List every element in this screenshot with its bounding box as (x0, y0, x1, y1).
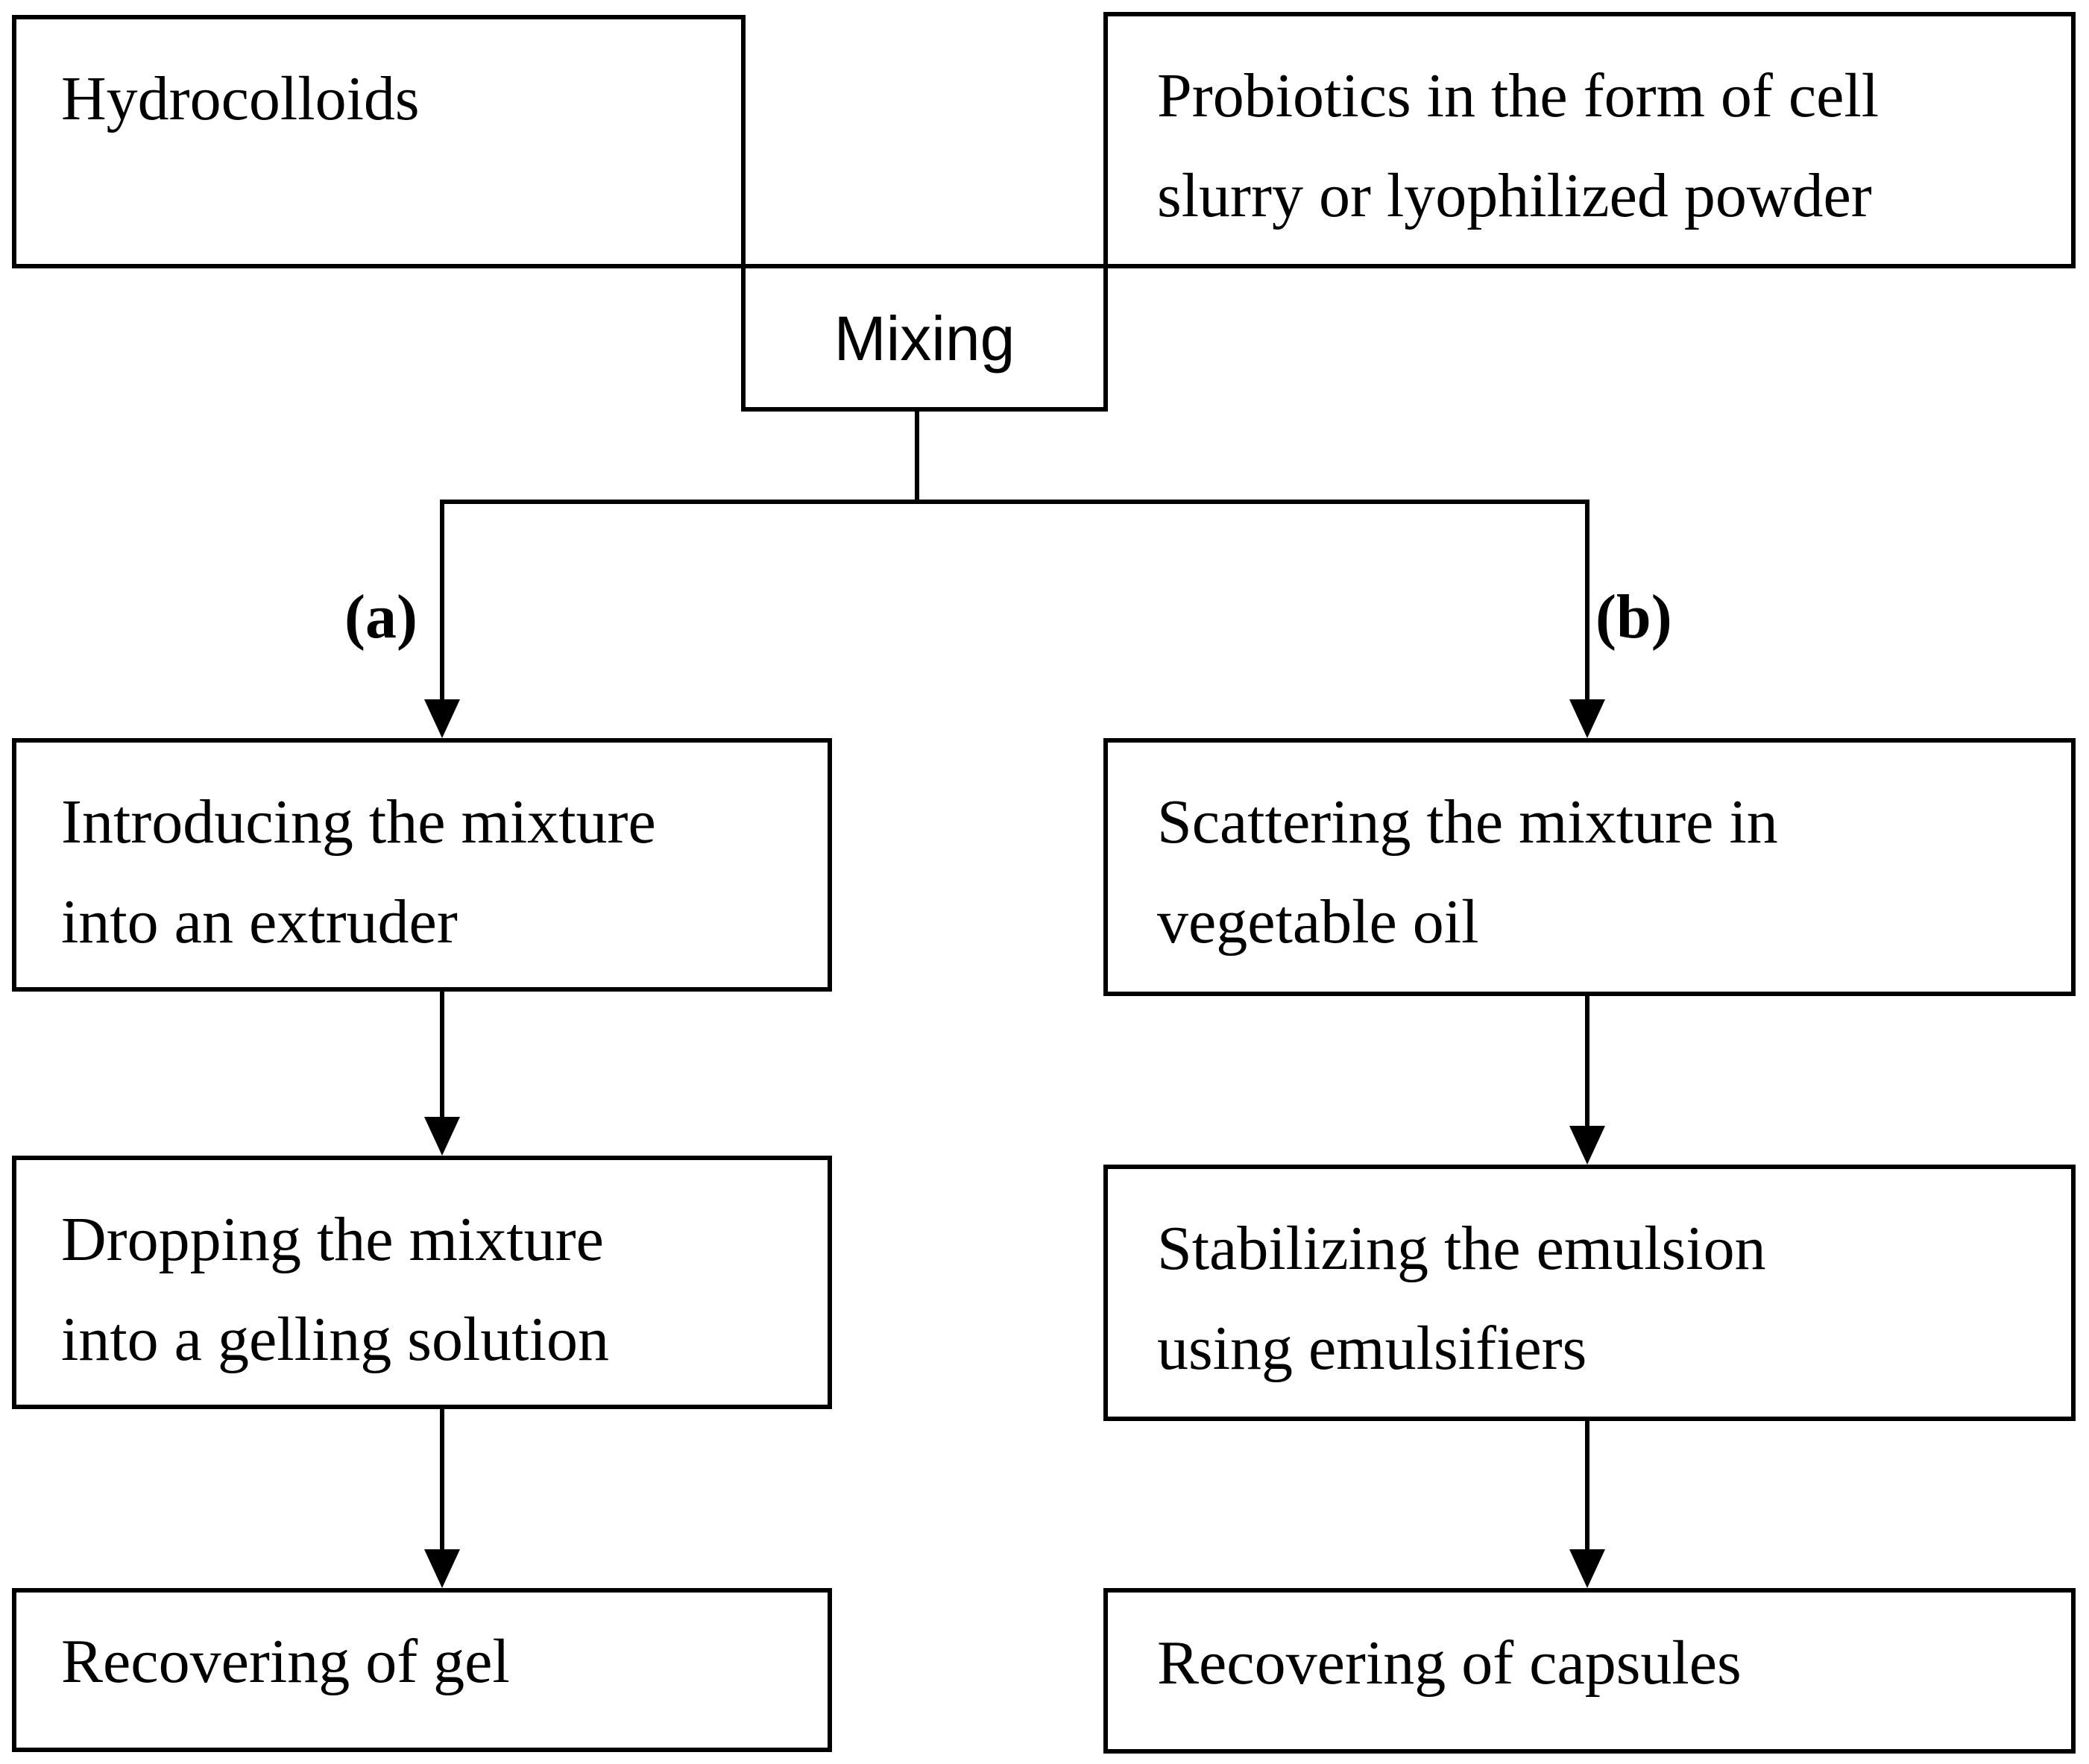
arrow-to-gel (424, 1549, 460, 1588)
gelling-step-box: Dropping the mixture into a gelling solu… (12, 1156, 832, 1409)
arrow-to-gelling (424, 1117, 460, 1156)
arrow-to-extruder (424, 699, 460, 738)
emulsion-step-label: Stabilizing the emulsion using emulsifie… (1157, 1214, 1766, 1383)
extruder-step-label: Introducing the mixture into an extruder (61, 787, 656, 957)
branch-b-label: (b) (1595, 582, 1672, 652)
probiotics-label: Probiotics in the form of cell slurry or… (1157, 61, 1880, 230)
arrow-to-emulsion (1569, 1126, 1605, 1165)
mixing-label: Mixing (834, 303, 1015, 374)
arrow-to-capsules (1569, 1549, 1605, 1588)
gelling-step-label: Dropping the mixture into a gelling solu… (61, 1205, 609, 1374)
vegetable-oil-step-box: Scattering the mixture in vegetable oil (1103, 738, 2076, 996)
recover-capsules-box: Recovering of capsules (1103, 1588, 2076, 1754)
recover-gel-box: Recovering of gel (12, 1588, 832, 1752)
recover-gel-label: Recovering of gel (61, 1627, 510, 1696)
hydrocolloids-label: Hydrocolloids (61, 64, 420, 133)
hydrocolloids-box: Hydrocolloids (12, 15, 746, 268)
vegetable-oil-step-label: Scattering the mixture in vegetable oil (1157, 787, 1778, 957)
mixing-box: Mixing (741, 264, 1108, 412)
extruder-step-box: Introducing the mixture into an extruder (12, 738, 832, 992)
branch-a-label: (a) (344, 582, 418, 652)
arrow-to-vegetable-oil (1569, 699, 1605, 738)
recover-capsules-label: Recovering of capsules (1157, 1628, 1742, 1698)
emulsion-step-box: Stabilizing the emulsion using emulsifie… (1103, 1165, 2076, 1421)
probiotics-box: Probiotics in the form of cell slurry or… (1103, 12, 2076, 268)
